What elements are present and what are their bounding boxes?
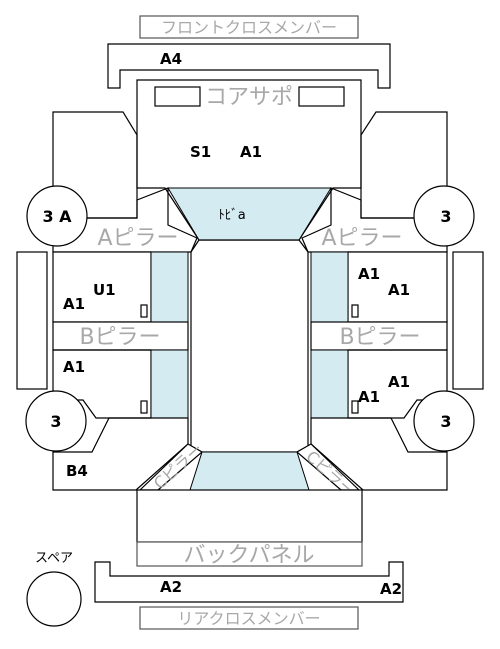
headlight-left[interactable] xyxy=(154,86,201,107)
front-bumper-bracket[interactable] xyxy=(107,43,391,89)
rear-a2-right-code: A2 xyxy=(380,580,402,598)
right-side-sill[interactable] xyxy=(452,251,484,390)
trunk-floor[interactable] xyxy=(136,489,363,543)
left-b4-code: B4 xyxy=(66,462,88,480)
right-a-pillar-label: Aピラー xyxy=(321,226,402,251)
right-front-wheel-code: 3 xyxy=(440,207,451,226)
right-lower-a1-code-a: A1 xyxy=(388,373,410,391)
front-a1-code: A1 xyxy=(240,143,262,161)
right-rear-quarter[interactable] xyxy=(310,417,448,491)
left-a-pillar-label: Aピラー xyxy=(97,226,178,251)
front-s1-code: S1 xyxy=(190,143,211,161)
left-u1-code: U1 xyxy=(93,281,116,299)
right-front-door[interactable] xyxy=(347,251,448,323)
rear-glass-panel[interactable] xyxy=(189,451,310,491)
left-b-pillar[interactable] xyxy=(52,321,189,351)
front-cross-member-label: フロントクロスメンバー xyxy=(161,18,337,37)
left-rear-wheel-code: 3 xyxy=(50,412,61,431)
rear-cross-member-box[interactable] xyxy=(139,606,359,630)
left-b-pillar-label: Bピラー xyxy=(79,325,160,350)
rear-cross-member-label: リアクロスメンバー xyxy=(177,609,320,628)
right-upper-a1-code-a: A1 xyxy=(358,265,380,283)
right-lower-a1-code-b: A1 xyxy=(358,388,380,406)
right-rear-wheel-code: 3 xyxy=(440,412,451,431)
core-support-label: コアサポ xyxy=(205,85,293,110)
cabin-opening[interactable] xyxy=(190,239,309,453)
right-upper-a1-code-b: A1 xyxy=(388,281,410,299)
rear-bumper-bracket[interactable] xyxy=(94,561,404,603)
front-cross-member-box[interactable] xyxy=(139,15,359,39)
left-front-door-pillar-blue[interactable] xyxy=(150,251,189,323)
left-upper-a1-code: A1 xyxy=(63,295,85,313)
right-front-door-pillar-blue[interactable] xyxy=(310,251,349,323)
right-rear-wheel[interactable] xyxy=(413,390,475,452)
front-a4-code: A4 xyxy=(160,50,182,68)
headlight-right[interactable] xyxy=(298,86,345,107)
back-panel-box[interactable] xyxy=(136,541,363,567)
left-front-wheel-code: 3 A xyxy=(42,207,72,226)
left-lower-a1-code: A1 xyxy=(63,358,85,376)
toe-board-label: ﾄﾋﾞa xyxy=(218,208,245,223)
right-front-door-handle[interactable] xyxy=(351,304,359,318)
right-rear-door-pillar-blue[interactable] xyxy=(310,349,349,419)
left-front-door-handle[interactable] xyxy=(140,304,148,318)
left-rear-wheel[interactable] xyxy=(25,390,87,452)
left-rear-door-pillar-blue[interactable] xyxy=(150,349,189,419)
rear-a2-left-code: A2 xyxy=(160,578,182,596)
toe-board-panel[interactable] xyxy=(167,187,332,241)
spare-label: スペア xyxy=(35,551,73,566)
spare-tire[interactable] xyxy=(26,571,82,627)
left-rear-quarter[interactable] xyxy=(52,417,189,491)
right-front-wheel[interactable] xyxy=(413,185,475,247)
left-front-wheel[interactable] xyxy=(26,185,88,247)
back-panel-label: バックパネル xyxy=(184,543,315,568)
right-b-pillar[interactable] xyxy=(310,321,448,351)
right-rear-door-handle[interactable] xyxy=(351,400,359,414)
left-rear-door-handle[interactable] xyxy=(140,400,148,414)
left-side-sill[interactable] xyxy=(16,251,48,390)
right-b-pillar-label: Bピラー xyxy=(339,325,420,350)
